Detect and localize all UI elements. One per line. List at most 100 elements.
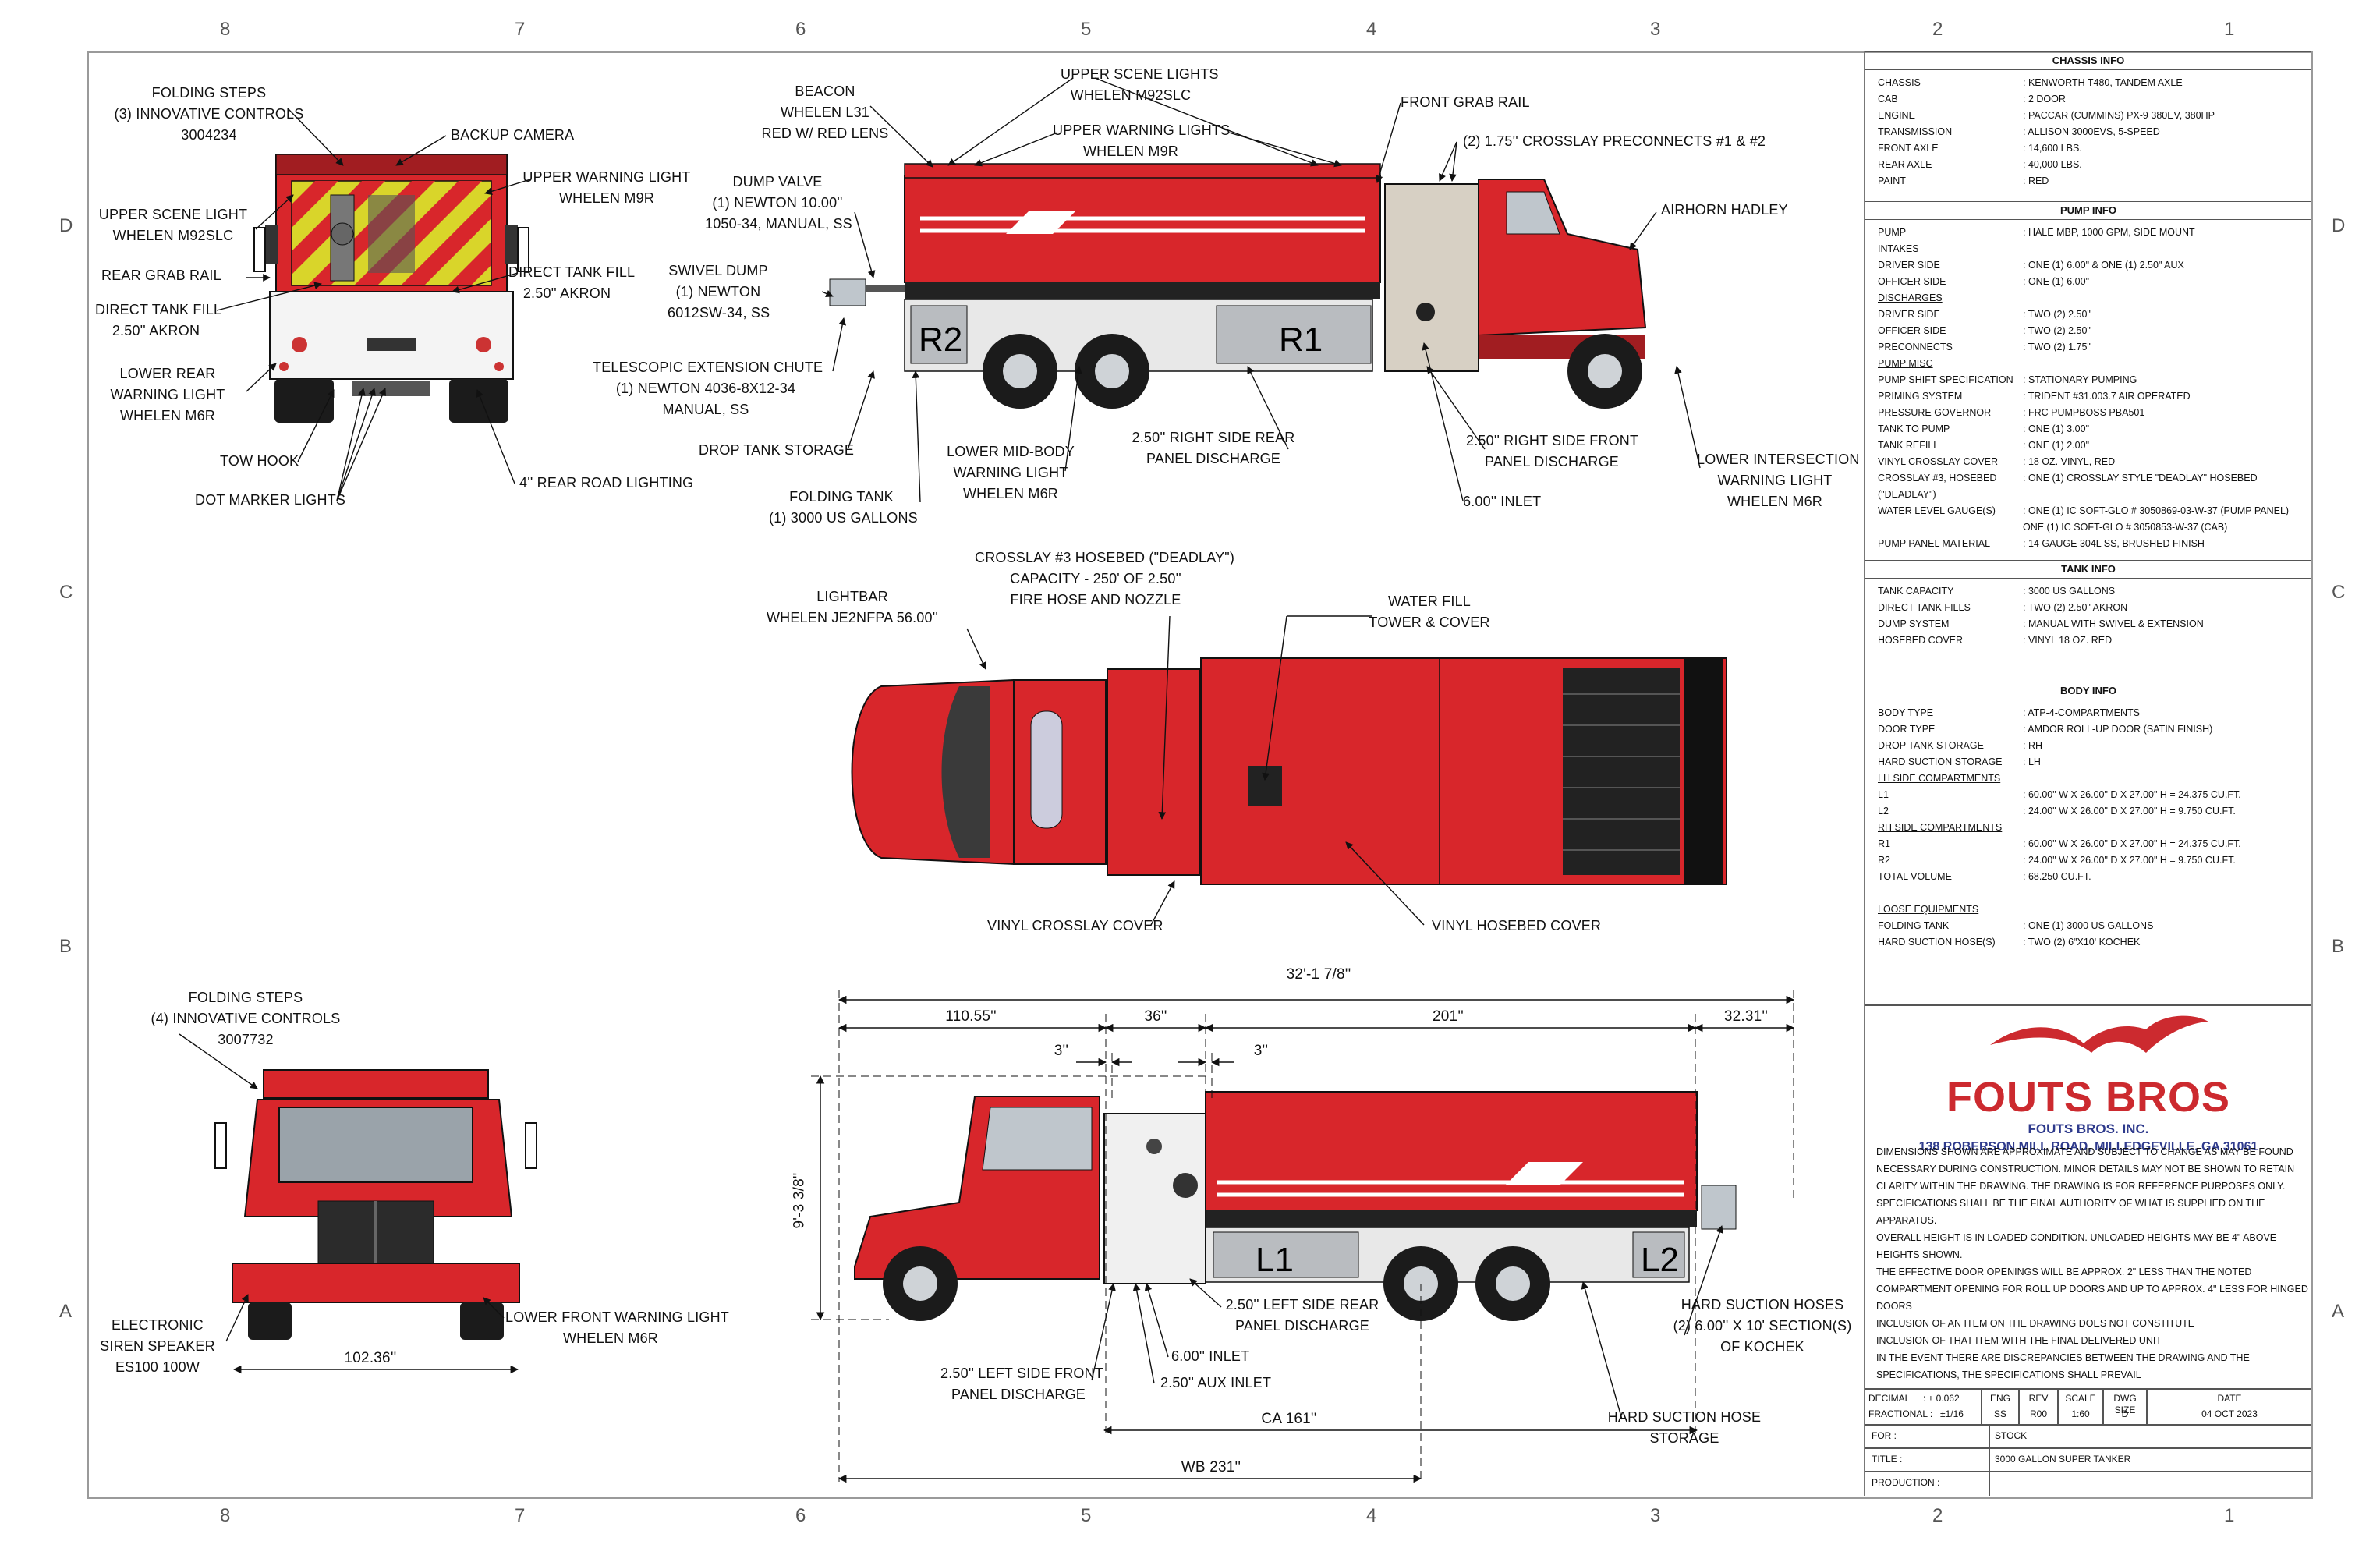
callout-line: ELECTRONIC: [111, 1317, 204, 1333]
callout-line: SWIVEL DUMP: [668, 263, 768, 278]
spec-value: : ONE (1) IC SOFT-GLO # 3050869-03-W-37 …: [2023, 505, 2290, 516]
company-address: 138 ROBERSON MILL ROAD, MILLEDGEVILLE, G…: [1918, 1140, 2258, 1153]
chassis-spec-row: CAB: 2 DOOR: [1878, 91, 2307, 108]
callout-line: WHELEN M92SLC: [112, 228, 234, 243]
spec-value: : ONE (1) 6.00": [2023, 276, 2090, 287]
callout-line: UPPER SCENE LIGHT: [98, 207, 248, 222]
callout-line: UPPER WARNING LIGHTS: [1053, 122, 1231, 138]
callout-line: (1) NEWTON 10.00'': [712, 195, 843, 211]
callout-line: 2.50'' AUX INLET: [1160, 1375, 1272, 1390]
zone-col-4: 4: [1366, 1505, 1377, 1526]
spec-key: DROP TANK STORAGE: [1878, 740, 1984, 751]
callout-line: UPPER WARNING LIGHT: [522, 169, 691, 185]
spec-key: PRESSURE GOVERNOR: [1878, 407, 1992, 418]
tb-eng-label: ENG: [1989, 1393, 2010, 1404]
body-spec-row: FOLDING TANK: ONE (1) 3000 US GALLONS: [1878, 918, 2307, 934]
callout-drop-tank-storage: DROP TANK STORAGE: [699, 440, 854, 461]
callout-line: WHELEN L31: [780, 105, 870, 120]
tb-decimal-label: DECIMAL: [1868, 1393, 1911, 1404]
zone-col-2: 2: [1932, 19, 1943, 40]
spec-value: : 14 GAUGE 304L SS, BRUSHED FINISH: [2023, 538, 2205, 549]
callout-tow-hook: TOW HOOK: [220, 451, 299, 472]
spec-key: DIRECT TANK FILLS: [1878, 602, 1971, 613]
callout-line: WHELEN M9R: [558, 190, 654, 206]
callout-line: FIRE HOSE AND NOZZLE: [1010, 592, 1181, 608]
callout-line: ES100 100W: [115, 1359, 200, 1375]
r2-label: R2: [919, 321, 962, 359]
spec-value: : TWO (2) 6"X10' KOCHEK: [2023, 937, 2141, 948]
logo-wordmark: FOUTS BROS: [1946, 1074, 2230, 1121]
zone-col-4: 4: [1366, 19, 1377, 40]
callout-line: RED W/ RED LENS: [761, 126, 889, 141]
callout-line: WHELEN M6R: [1727, 494, 1822, 509]
callout-line: 2.50'' RIGHT SIDE REAR: [1132, 430, 1295, 445]
zone-col-1: 1: [2224, 19, 2235, 40]
spec-value: : 14,600 LBS.: [2023, 143, 2082, 154]
spec-value: : AMDOR ROLL-UP DOOR (SATIN FINISH): [2023, 724, 2213, 735]
body-spec-row: RH SIDE COMPARTMENTS: [1878, 820, 2307, 836]
callout-line: (3) INNOVATIVE CONTROLS: [114, 106, 304, 122]
spec-key: CAB: [1878, 94, 1898, 105]
spec-key: REAR AXLE: [1878, 159, 1932, 170]
spec-key: DUMP SYSTEM: [1878, 618, 1950, 629]
spec-key: LOOSE EQUIPMENTS: [1878, 904, 1979, 915]
pump-spec-row: VINYL CROSSLAY COVER: 18 OZ. VINYL, RED: [1878, 454, 2307, 470]
pump-spec-row: PUMP MISC: [1878, 356, 2307, 372]
spec-key: HARD SUCTION STORAGE: [1878, 756, 2003, 767]
callout-line: (1) NEWTON: [675, 284, 761, 299]
callout-telescopic-chute: TELESCOPIC EXTENSION CHUTE(1) NEWTON 403…: [593, 357, 823, 420]
spec-value: : FRC PUMPBOSS PBA501: [2023, 407, 2145, 418]
callout-line: WATER FILL: [1387, 593, 1471, 609]
spec-key: FRONT AXLE: [1878, 143, 1939, 154]
spec-panel: CHASSIS INFO CHASSIS: KENWORTH T480, TAN…: [1864, 51, 2311, 1496]
l2-label: L2: [1641, 1241, 1679, 1279]
spec-key: PUMP: [1878, 227, 1907, 238]
callout-line: (1) 3000 US GALLONS: [769, 510, 918, 526]
dim-overall-length: 32'-1 7/8'': [1286, 966, 1351, 983]
callout-line: WHELEN M9R: [1082, 143, 1178, 159]
tb-fractional-value: ±1/16: [1940, 1408, 1964, 1419]
tb-title-value: 3000 GALLON SUPER TANKER: [1995, 1454, 2131, 1465]
spec-value: : ONE (1) 6.00" & ONE (1) 2.50" AUX: [2023, 260, 2184, 271]
spec-key: INTAKES: [1878, 243, 1919, 254]
zone-row-B: B: [2332, 936, 2345, 957]
spec-key: PAINT: [1878, 175, 1906, 186]
body-info-header: BODY INFO: [1865, 682, 2311, 700]
callout-backup-camera: BACKUP CAMERA: [451, 125, 574, 146]
spec-key: HOSEBED COVER: [1878, 635, 1964, 646]
callout-vinyl-crosslay-cover: VINYL CROSSLAY COVER: [987, 916, 1163, 937]
callout-airhorn: AIRHORN HADLEY: [1661, 200, 1788, 221]
zone-row-C: C: [2332, 582, 2346, 603]
zone-row-D: D: [2332, 215, 2346, 236]
spec-key: BODY TYPE: [1878, 707, 1934, 718]
callout-line: 2.50'' AKRON: [112, 323, 200, 338]
callout-line: 2.50'' LEFT SIDE REAR: [1225, 1297, 1379, 1313]
spec-key: WATER LEVEL GAUGE(S): [1878, 505, 1996, 516]
left-side-view: L1 L2: [854, 1091, 1737, 1321]
spec-value: : TWO (2) 2.50" AKRON: [2023, 602, 2128, 613]
callout-line: PANEL DISCHARGE: [951, 1387, 1086, 1402]
callout-line: 6.00'' INLET: [1171, 1348, 1250, 1364]
spec-key: R1: [1878, 838, 1890, 849]
callout-line: FOLDING TANK: [789, 489, 894, 505]
pump-spec-row: ("DEADLAY"): [1878, 487, 2307, 503]
spec-key: RH SIDE COMPARTMENTS: [1878, 822, 2003, 833]
dim-ca: CA 161'': [1261, 1411, 1317, 1427]
spec-value: : ONE (1) 3.00": [2023, 423, 2090, 434]
pump-spec-row: ONE (1) IC SOFT-GLO # 3050853-W-37 (CAB): [1878, 519, 2307, 536]
callout-line: BACKUP CAMERA: [451, 127, 575, 143]
spec-value: : 60.00" W X 26.00" D X 27.00" H = 24.37…: [2023, 838, 2241, 849]
callout-line: LOWER MID-BODY: [947, 444, 1075, 459]
callout-crosslay-preconnects: (2) 1.75'' CROSSLAY PRECONNECTS #1 & #2: [1463, 131, 1766, 152]
spec-value: : 40,000 LBS.: [2023, 159, 2082, 170]
pump-spec-row: OFFICER SIDE: TWO (2) 2.50": [1878, 323, 2307, 339]
pump-info-header: PUMP INFO: [1865, 201, 2311, 220]
right-side-view: R2 R1: [829, 163, 1647, 409]
